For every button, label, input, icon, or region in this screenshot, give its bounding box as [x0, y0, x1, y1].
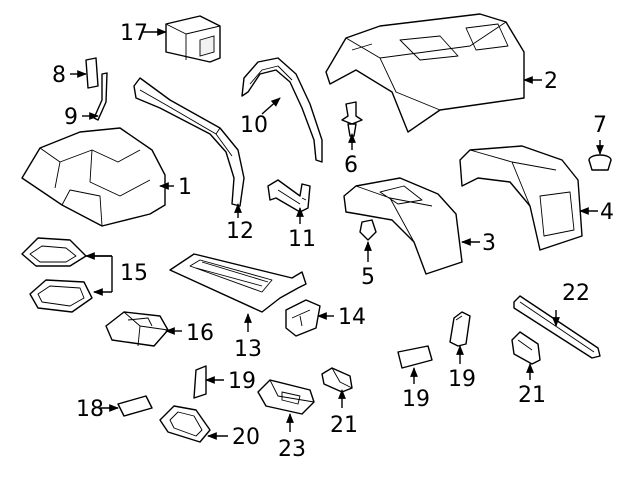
callout-17: 17: [120, 21, 148, 46]
part-15-lamp-housings: [21, 237, 93, 313]
part-4-wheelhouse-panel: [459, 145, 583, 251]
callout-19-left: 19: [228, 369, 256, 394]
part-11-bracket: [267, 179, 311, 213]
callout-22: 22: [562, 281, 590, 306]
part-18-lens: [117, 395, 153, 417]
part-14-bracket: [285, 299, 321, 337]
part-16-control-module: [105, 311, 169, 347]
part-17-module: [165, 15, 221, 63]
callout-13: 13: [234, 337, 262, 362]
part-7-plug: [588, 154, 612, 171]
callout-19-right: 19: [448, 367, 476, 392]
part-10-arch-trim: [241, 57, 323, 163]
part-2-upper-panel: [325, 13, 525, 133]
callout-19-middle: 19: [402, 387, 430, 412]
callout-10: 10: [240, 113, 268, 138]
callout-3: 3: [482, 231, 496, 256]
callout-15: 15: [120, 261, 148, 286]
part-12-pillar-trim: [133, 77, 245, 207]
part-3-wheelhouse-liner: [343, 177, 463, 275]
part-22-rail: [513, 295, 601, 359]
part-9-trim-strip: [93, 72, 108, 121]
part-13-tray: [169, 253, 307, 313]
callout-8: 8: [52, 63, 66, 88]
callout-11: 11: [288, 227, 316, 252]
callout-12: 12: [226, 219, 254, 244]
part-20-housing: [159, 405, 211, 443]
callout-7: 7: [593, 113, 607, 138]
part-19-lens-right: [449, 311, 471, 347]
callout-6: 6: [344, 153, 358, 178]
part-21-switch-right: [511, 331, 541, 365]
callout-14: 14: [338, 305, 366, 330]
callout-21-center: 21: [330, 413, 358, 438]
part-19-lens-left: [193, 365, 207, 399]
part-1-cover: [21, 127, 166, 227]
callout-21-right: 21: [518, 383, 546, 408]
callout-16: 16: [186, 321, 214, 346]
part-6-clip: [341, 101, 363, 137]
callout-5: 5: [361, 265, 375, 290]
part-8-plate: [85, 57, 99, 89]
callout-9: 9: [64, 105, 78, 130]
part-21-cap-center: [321, 367, 353, 393]
callout-18: 18: [76, 397, 104, 422]
callout-labels: 17 8 9 1 12 10 2 6 7 4 11 3 5 15 13 14 1…: [52, 21, 614, 462]
callout-2: 2: [544, 69, 558, 94]
callout-4: 4: [600, 200, 614, 225]
part-19-lens-middle: [397, 345, 433, 369]
part-5-push-pin: [359, 219, 377, 241]
leader-lines: [70, 28, 604, 440]
callout-1: 1: [178, 175, 192, 200]
callout-23: 23: [278, 437, 306, 462]
part-23-lamp-assembly: [257, 379, 315, 415]
callout-20: 20: [232, 425, 260, 450]
